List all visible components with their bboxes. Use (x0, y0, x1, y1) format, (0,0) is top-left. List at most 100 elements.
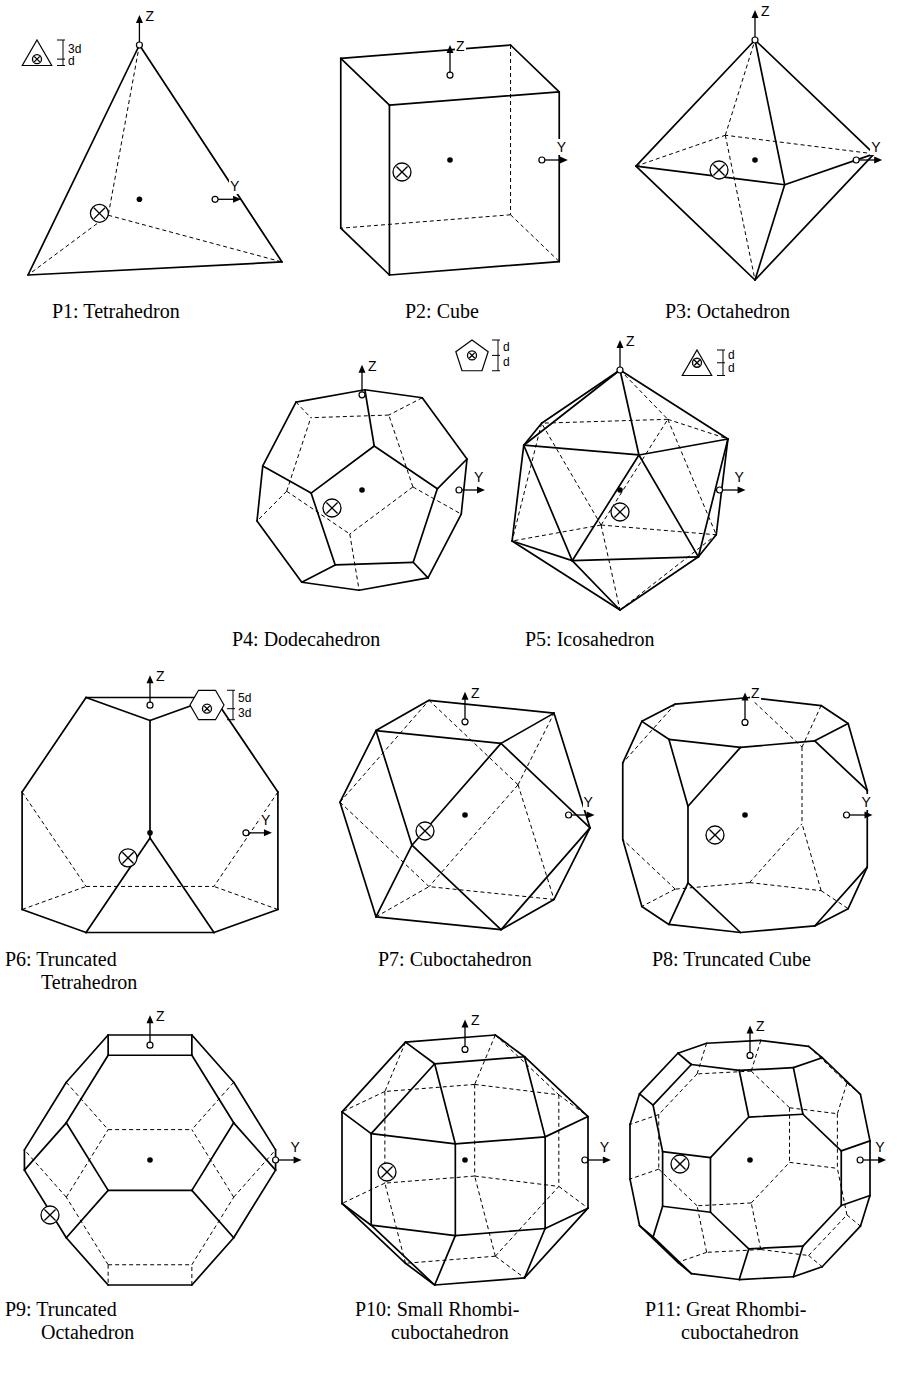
visible-edge (640, 1226, 678, 1263)
visible-edge (653, 1237, 691, 1274)
visible-edge (739, 1070, 749, 1117)
x-axis-symbol (119, 849, 137, 867)
visible-edge (192, 1238, 234, 1285)
visible-edge (495, 1035, 524, 1057)
visible-edge (755, 40, 874, 154)
y-axis-arrowhead (560, 157, 568, 164)
visible-edge (815, 867, 868, 926)
z-axis-origin (447, 72, 453, 78)
visible-edge (803, 1114, 841, 1151)
y-axis-origin (212, 196, 218, 202)
hidden-edge (751, 1071, 789, 1108)
x-axis-symbol (378, 1163, 396, 1181)
y-axis-arrowhead (865, 812, 873, 819)
visible-edge (630, 1179, 640, 1226)
x-axis-symbol (611, 503, 629, 521)
axis-label: Y (583, 794, 594, 810)
visible-edge (653, 1064, 691, 1105)
visible-edge (544, 1137, 546, 1229)
visible-edge (86, 698, 150, 721)
figure-caption: P5: Icosahedron (525, 628, 654, 651)
visible-edge (636, 166, 755, 280)
y-axis-line (863, 1159, 880, 1160)
y-axis-origin (566, 812, 572, 818)
visible-edge (389, 105, 391, 275)
visible-edge (840, 1151, 842, 1206)
visible-edge (620, 370, 639, 455)
axis-label: Z (755, 1018, 766, 1034)
hidden-edge (678, 1252, 707, 1262)
axis-label: Z (470, 685, 481, 701)
y-axis-arrowhead (587, 812, 595, 819)
visible-edge (512, 445, 524, 541)
visible-edge (749, 1246, 803, 1249)
hidden-edge (790, 1162, 838, 1168)
figure-caption: P8: Truncated Cube (652, 948, 811, 971)
y-axis-arrowhead (477, 487, 485, 494)
y-axis-arrowhead (233, 196, 241, 203)
dimension-tick (57, 40, 65, 41)
hidden-edge (601, 525, 620, 610)
visible-edge (214, 698, 278, 792)
z-axis-origin (136, 42, 142, 48)
hidden-edge (22, 792, 86, 886)
center-dot (447, 157, 453, 163)
visible-edge (710, 1212, 748, 1249)
z-axis-line (149, 1021, 150, 1042)
visible-edge (139, 45, 282, 262)
visible-edge (341, 45, 511, 58)
visible-edge (412, 743, 501, 845)
visible-edge (558, 92, 560, 262)
visible-edge (822, 1058, 860, 1095)
hidden-edge (350, 487, 413, 534)
visible-edge (688, 747, 741, 806)
hidden-edge (668, 419, 728, 439)
hidden-edge (389, 398, 422, 415)
visible-edge (663, 1206, 711, 1212)
figure-caption: P3: Octahedron (665, 300, 790, 323)
z-axis-arrowhead (447, 45, 454, 53)
inset-axis-symbol-stroke (469, 353, 475, 359)
visible-edge (710, 1117, 748, 1158)
dimension-line (63, 40, 64, 66)
hidden-edge (642, 889, 675, 906)
visible-edge (698, 535, 716, 557)
visible-edge (793, 1246, 803, 1277)
visible-edge (848, 867, 867, 909)
figure-caption: P1: Tetrahedron (52, 300, 180, 323)
y-axis-line (850, 814, 867, 815)
inset-axis-symbol (693, 358, 702, 367)
x-axis-symbol-stroke (709, 829, 720, 840)
hidden-edge (311, 415, 389, 418)
visible-edge (341, 58, 390, 105)
y-axis-origin (844, 812, 850, 818)
hidden-edge (601, 525, 716, 535)
hidden-edge (750, 824, 803, 883)
visible-edge (688, 883, 741, 933)
hidden-edge (86, 886, 214, 887)
visible-edge (620, 370, 728, 439)
hidden-edge (658, 1115, 659, 1170)
y-axis-arrowhead (738, 487, 746, 494)
visible-edge (815, 909, 848, 926)
visible-edge (340, 802, 376, 917)
hidden-edge (558, 1095, 559, 1187)
visible-edge (793, 1058, 822, 1068)
visible-edge (841, 1141, 870, 1151)
x-axis-symbol-stroke (122, 852, 133, 863)
center-dot (617, 487, 623, 493)
visible-edge (406, 1042, 435, 1064)
hidden-edge (802, 824, 821, 891)
visible-edge (192, 1055, 234, 1123)
visible-edge (341, 228, 390, 275)
x-axis-symbol (671, 1155, 689, 1173)
y-axis-arrowhead (294, 1157, 302, 1164)
visible-edge (640, 1053, 678, 1094)
x-axis-symbol-stroke (44, 1209, 55, 1220)
hidden-edge (837, 1114, 838, 1169)
axis-label: Z (367, 358, 378, 374)
y-axis-arrowhead (874, 157, 882, 164)
hidden-edge (214, 792, 278, 886)
visible-edge (512, 541, 620, 610)
z-axis-arrowhead (747, 1025, 754, 1033)
